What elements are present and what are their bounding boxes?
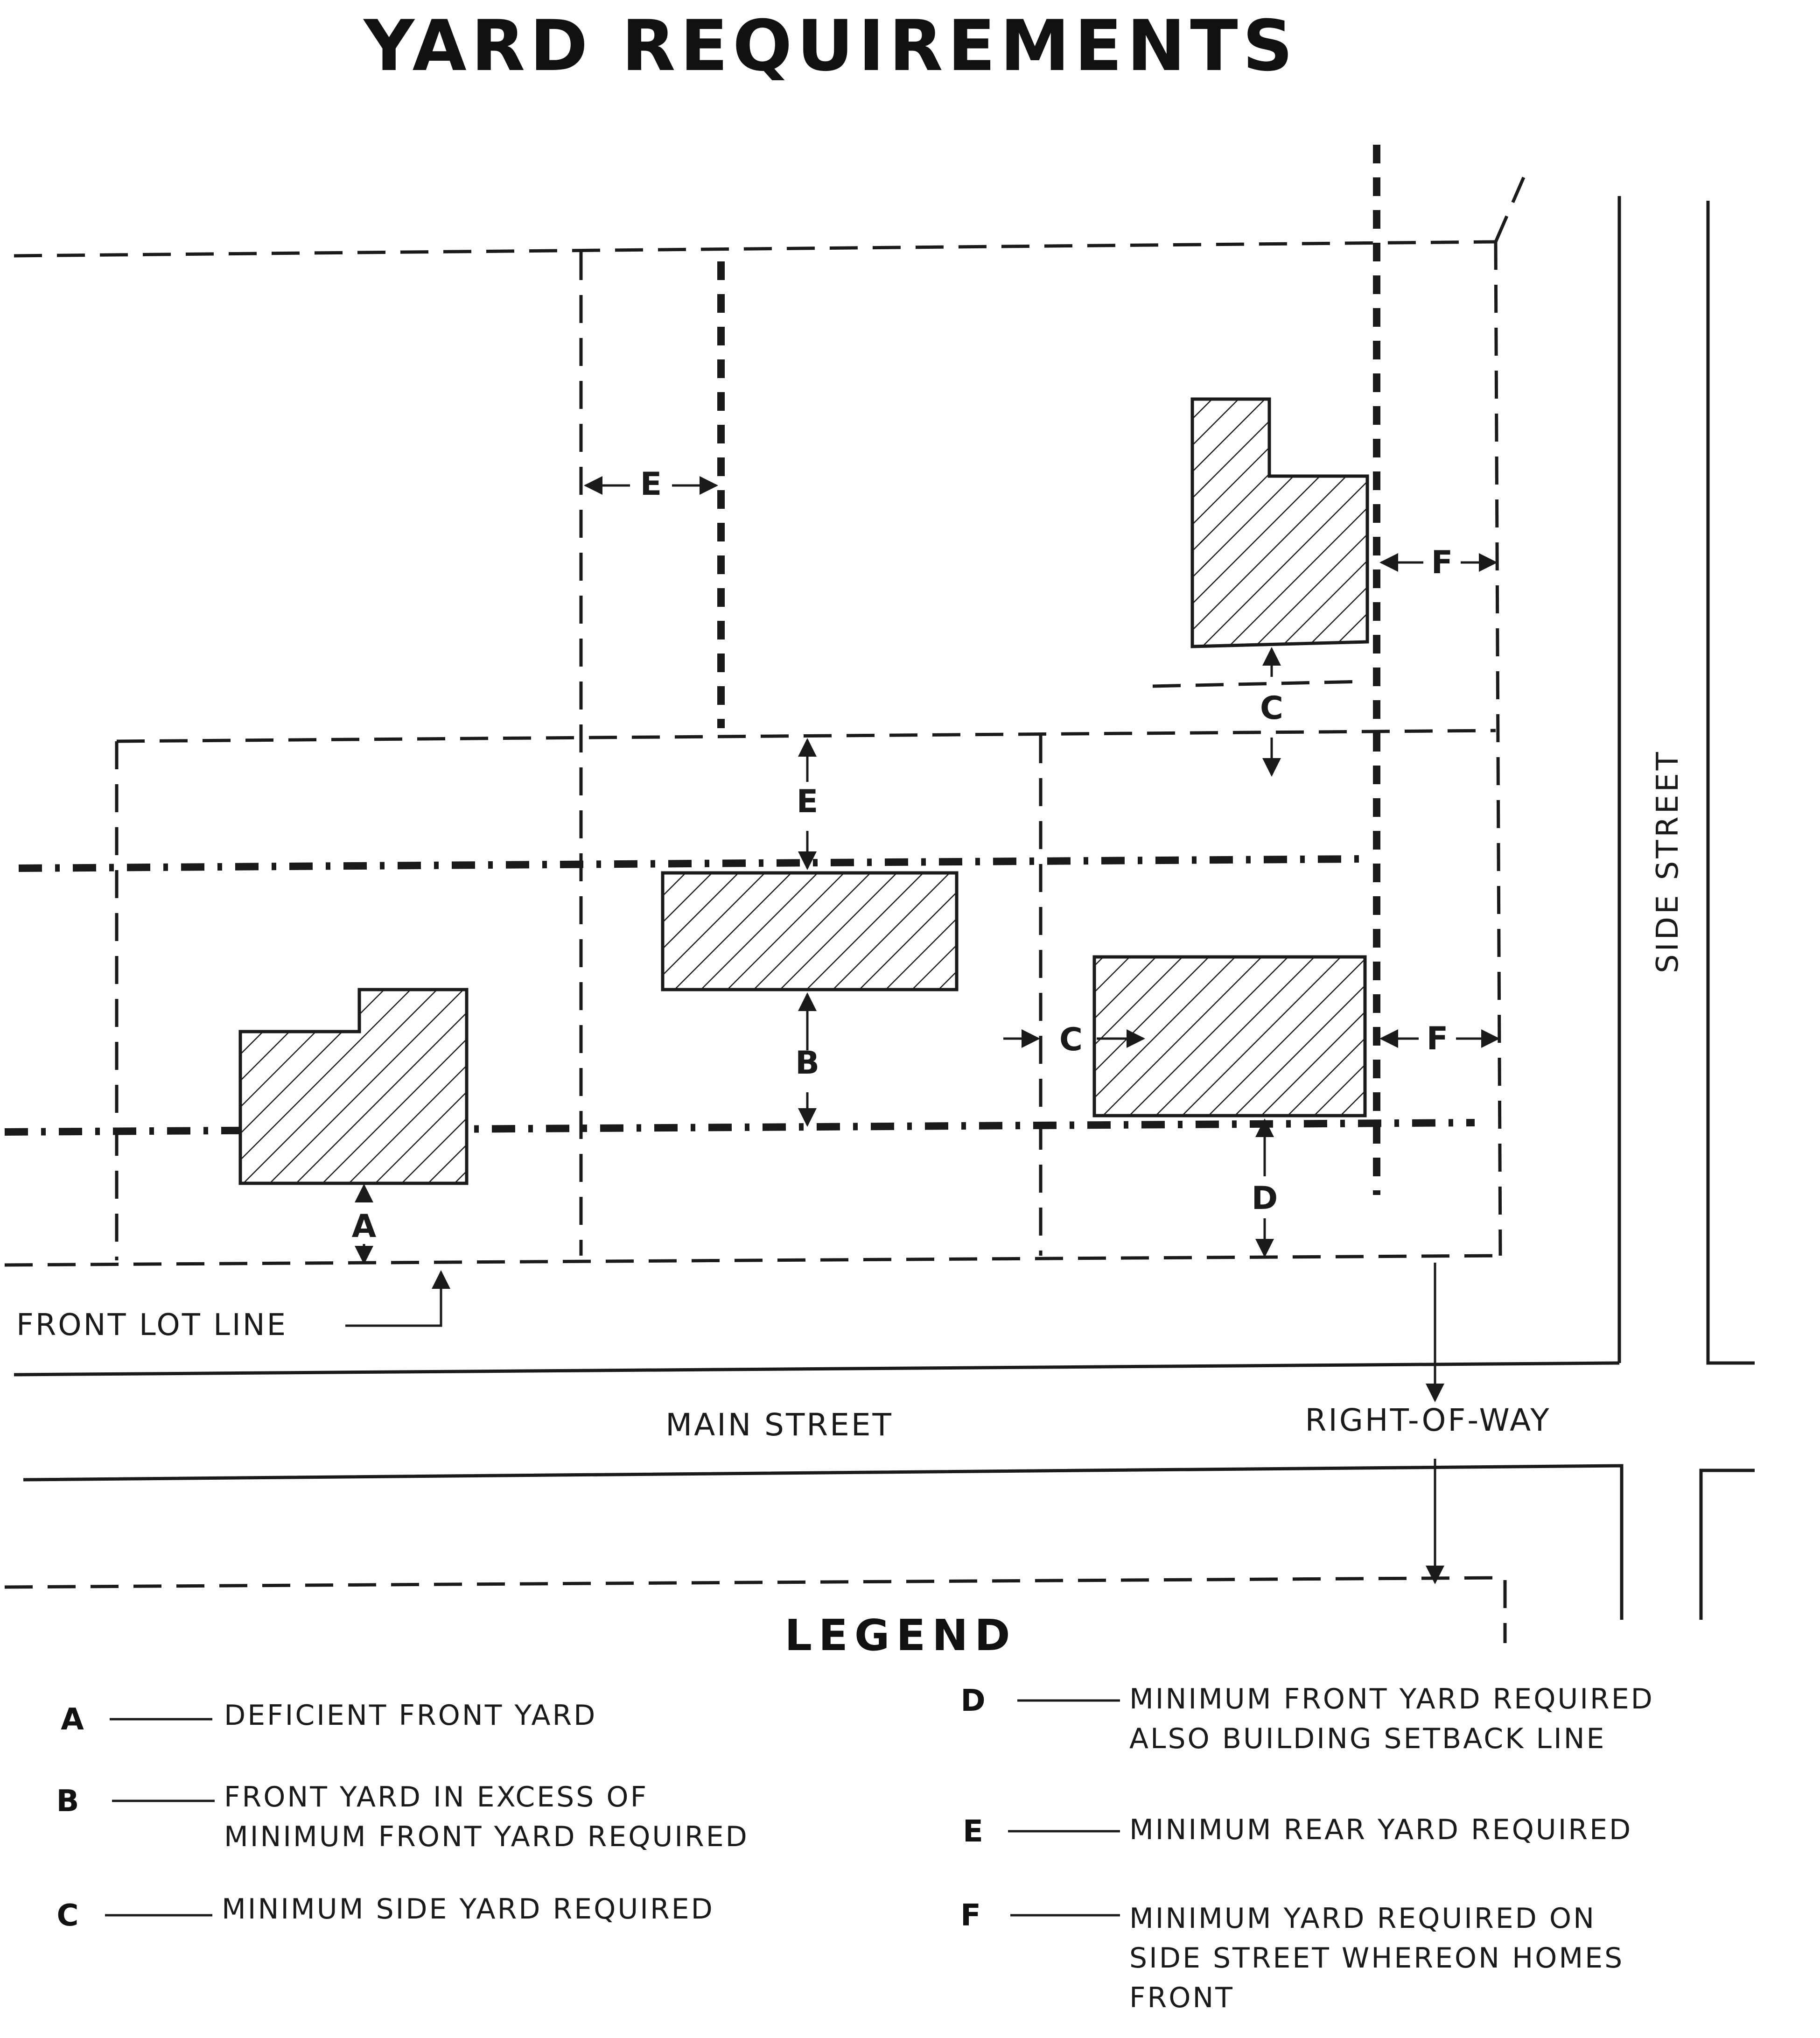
right-of-way-label: RIGHT-OF-WAY <box>1305 1402 1551 1438</box>
legend: LEGEND A DEFICIENT FRONT YARD B FRONT YARD … <box>56 1610 1654 2014</box>
legend-items: A DEFICIENT FRONT YARD B FRONT YARD IN EXCE… <box>56 1683 1654 2014</box>
legend-description-f: SIDE STREET WHEREON HOMES <box>1129 1942 1624 1975</box>
legend-description-d: ALSO BUILDING SETBACK LINE <box>1129 1722 1606 1755</box>
label-f-top: F <box>1431 544 1453 581</box>
legend-letter-e: E <box>963 1814 983 1849</box>
dimension-labels: E E B A C C D F F <box>352 466 1453 1245</box>
building-d <box>1092 955 1367 1117</box>
side-street-label: SIDE STREET <box>1651 749 1685 973</box>
legend-letter-c: C <box>57 1898 79 1933</box>
label-e-top: E <box>640 466 662 503</box>
lot-lines <box>4 176 1526 1267</box>
street-labels: SIDE STREET MAIN STREET RIGHT-OF-WAY FRO… <box>16 749 1685 1443</box>
label-c-mid: C <box>1059 1021 1083 1058</box>
legend-title: LEGEND <box>784 1610 1016 1660</box>
main-street-label: MAIN STREET <box>665 1407 893 1443</box>
legend-description-b: MINIMUM FRONT YARD REQUIRED <box>224 1820 749 1853</box>
legend-description-a: DEFICIENT FRONT YARD <box>224 1699 597 1732</box>
dimension-arrows <box>345 476 1500 1584</box>
front-lot-line-label: FRONT LOT LINE <box>16 1308 287 1342</box>
setback-lines <box>4 145 1475 1195</box>
legend-description-c: MINIMUM SIDE YARD REQUIRED <box>222 1893 714 1926</box>
label-b: B <box>795 1045 819 1082</box>
building-a <box>238 988 469 1185</box>
label-d: D <box>1252 1180 1278 1217</box>
page-title: YARD REQUIREMENTS <box>363 6 1297 87</box>
buildings <box>238 397 1369 1185</box>
legend-letter-d: D <box>960 1684 985 1718</box>
building-c-corner <box>1190 397 1369 648</box>
label-a: A <box>352 1208 377 1245</box>
legend-letter-b: B <box>56 1784 79 1819</box>
legend-description-d: MINIMUM FRONT YARD REQUIRED <box>1129 1683 1654 1715</box>
legend-description-f: MINIMUM YARD REQUIRED ON <box>1129 1902 1596 1935</box>
legend-description-f: FRONT <box>1129 1982 1234 2014</box>
label-c-top: C <box>1260 690 1283 727</box>
street-edges <box>4 196 1755 1643</box>
building-b <box>661 871 959 991</box>
legend-description-b: FRONT YARD IN EXCESS OF <box>224 1781 648 1813</box>
legend-letter-a: A <box>61 1702 84 1737</box>
label-e-mid: E <box>797 783 818 820</box>
label-f-mid: F <box>1427 1020 1448 1057</box>
legend-letter-f: F <box>960 1898 981 1933</box>
legend-description-e: MINIMUM REAR YARD REQUIRED <box>1129 1813 1632 1846</box>
